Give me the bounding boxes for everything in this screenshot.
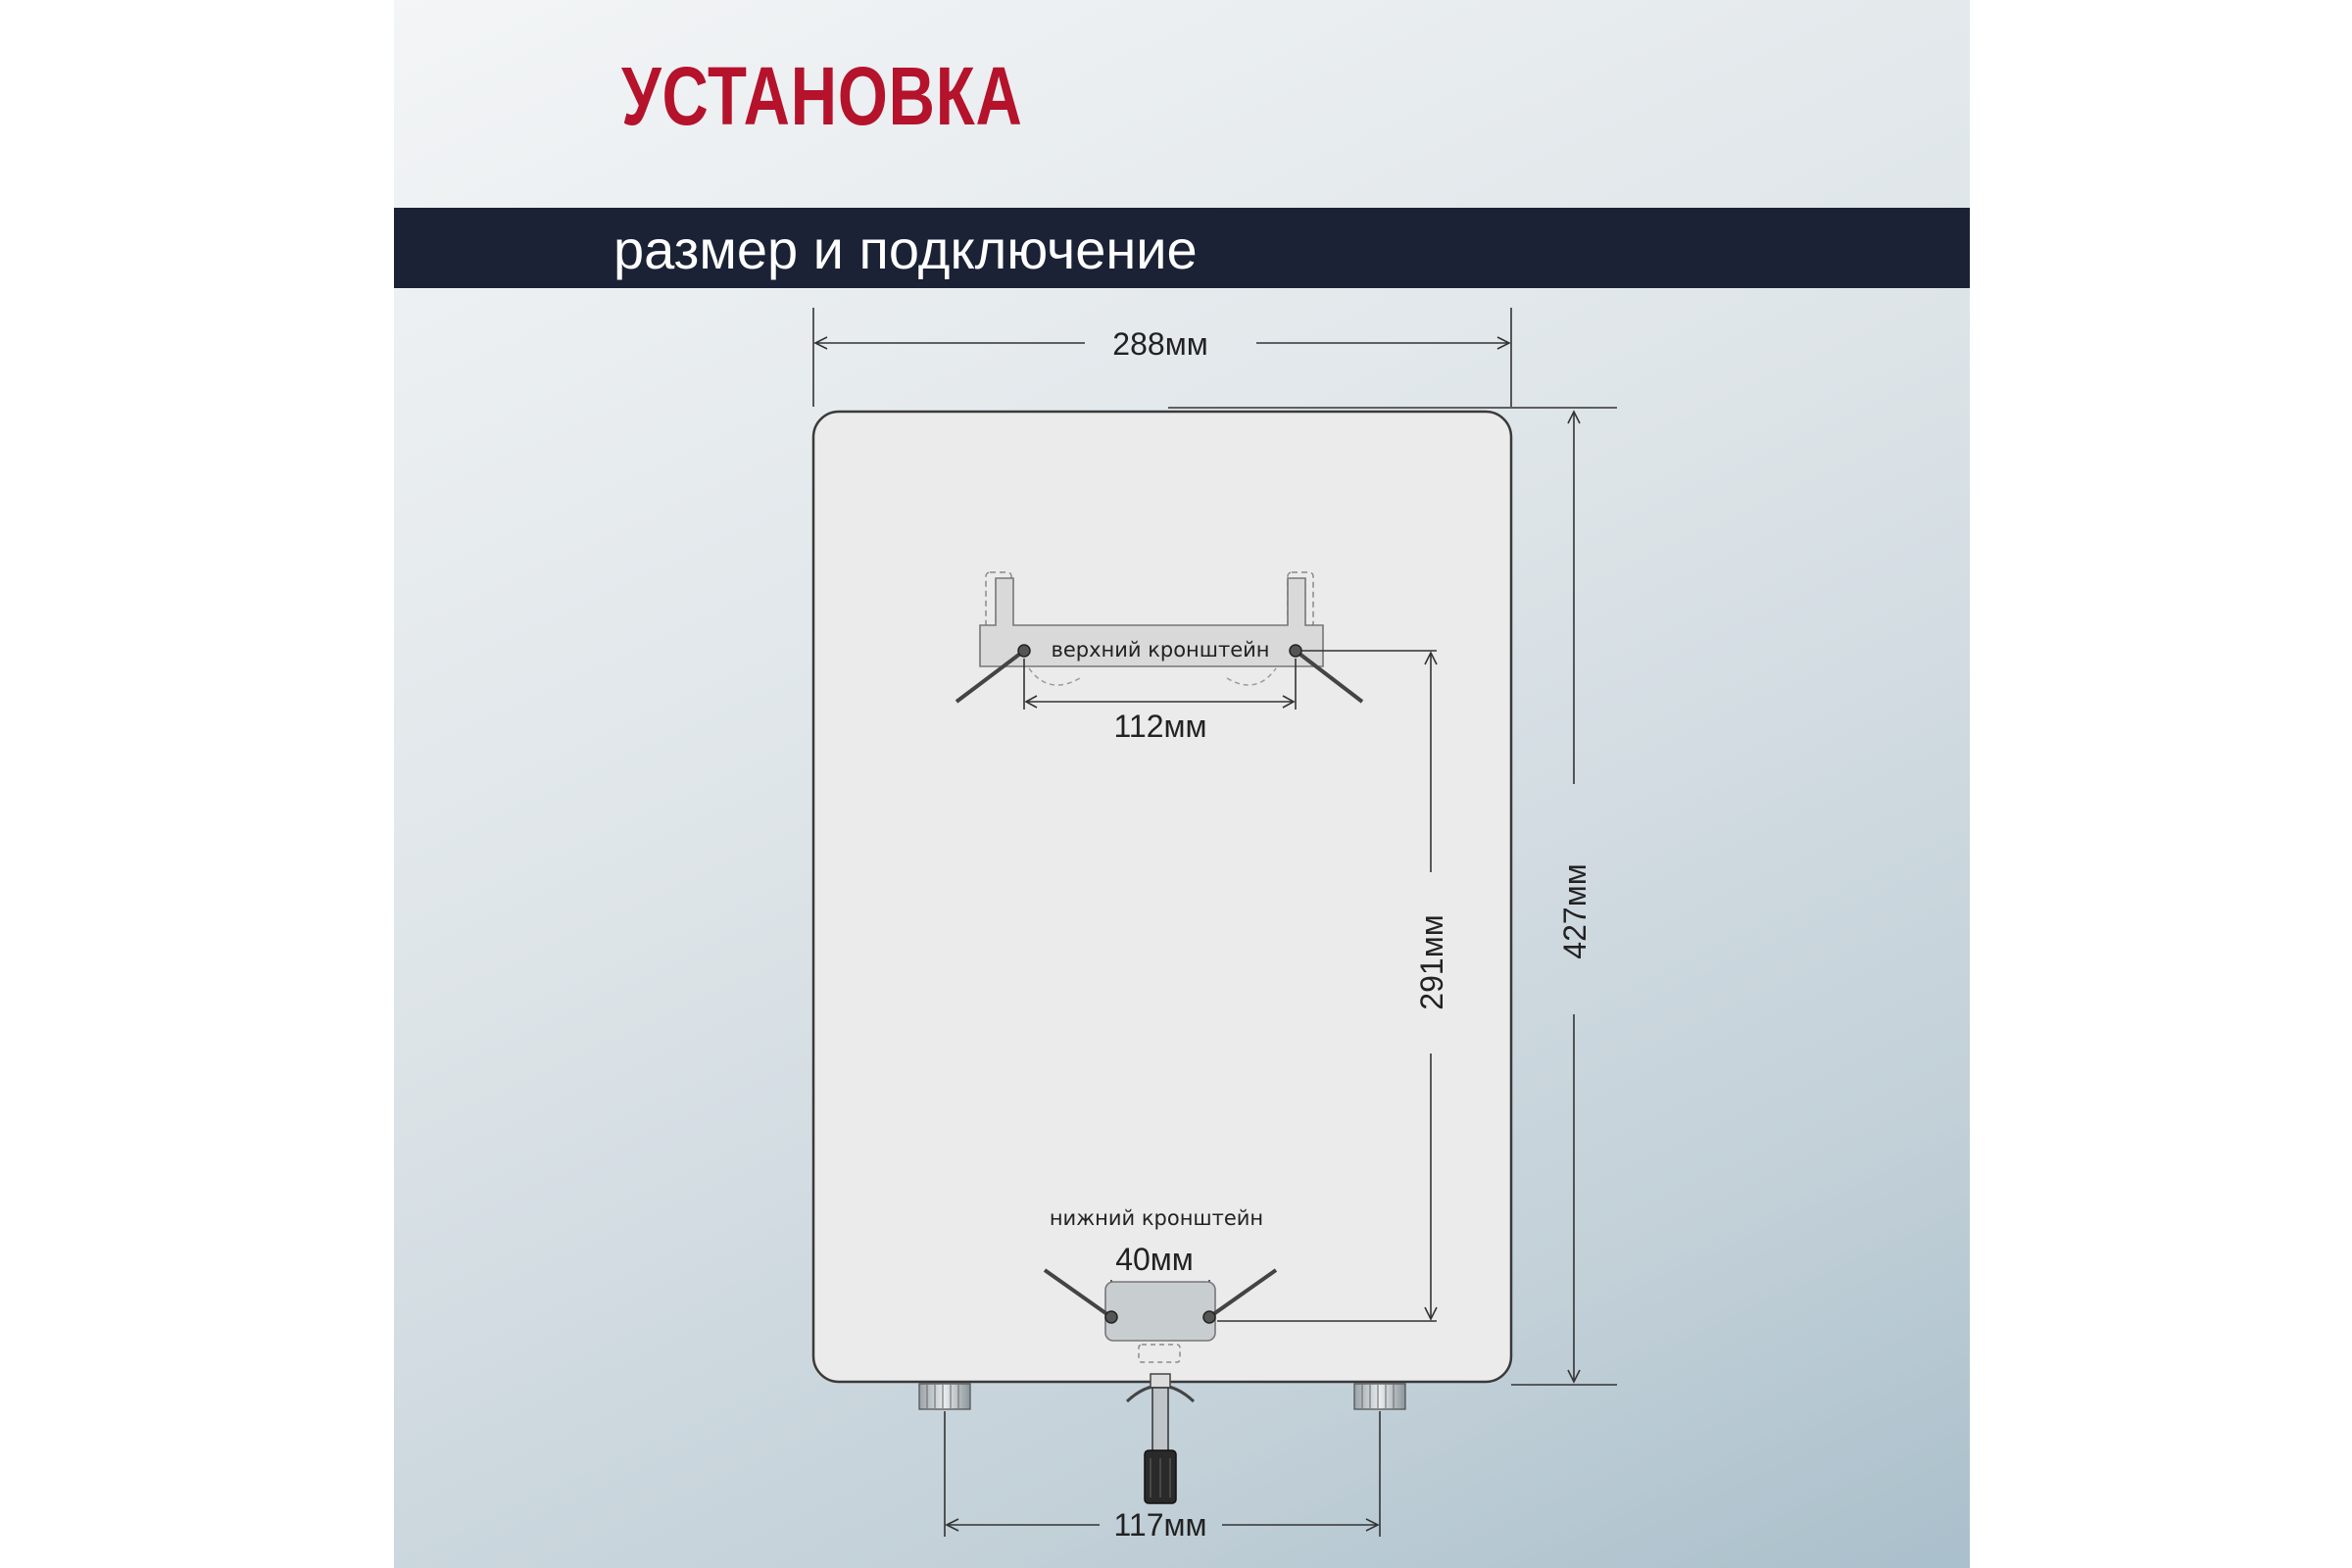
- width-dimension: [812, 308, 1512, 407]
- installation-panel: УСТАНОВКА размер и подключение 288мм: [394, 0, 1970, 1568]
- upper-bracket: [955, 571, 1364, 704]
- page-title: УСТАНОВКА: [621, 50, 1023, 142]
- height-label: 427мм: [1557, 863, 1592, 958]
- lower-bracket-width-label: 40мм: [1115, 1242, 1194, 1277]
- bracket-spacing-label: 291мм: [1414, 914, 1449, 1009]
- subtitle-bar: размер и подключение: [394, 208, 1970, 288]
- thermostat-knob: [1125, 1373, 1196, 1504]
- left-pipe: [918, 1383, 971, 1410]
- upper-bracket-label: верхний кронштейн: [1051, 638, 1269, 662]
- dimension-diagram: 288мм 427мм верхний кронштейн: [811, 308, 1617, 1543]
- lower-bracket: [1043, 1268, 1278, 1363]
- right-pipe: [1353, 1383, 1406, 1410]
- upper-bracket-dimension: [1023, 659, 1297, 710]
- page-subtitle: размер и подключение: [613, 219, 1198, 280]
- upper-bracket-width-label: 112мм: [1113, 709, 1206, 744]
- width-label: 288мм: [1112, 326, 1207, 362]
- bracket-spacing-dimension: [1217, 650, 1438, 1322]
- pipe-spacing-label: 117мм: [1113, 1507, 1206, 1543]
- pipe-spacing-dimension: [944, 1411, 1381, 1537]
- lower-bracket-label: нижний кронштейн: [1050, 1206, 1263, 1230]
- height-dimension: [1168, 407, 1617, 1386]
- water-heater-body: [811, 410, 1513, 1384]
